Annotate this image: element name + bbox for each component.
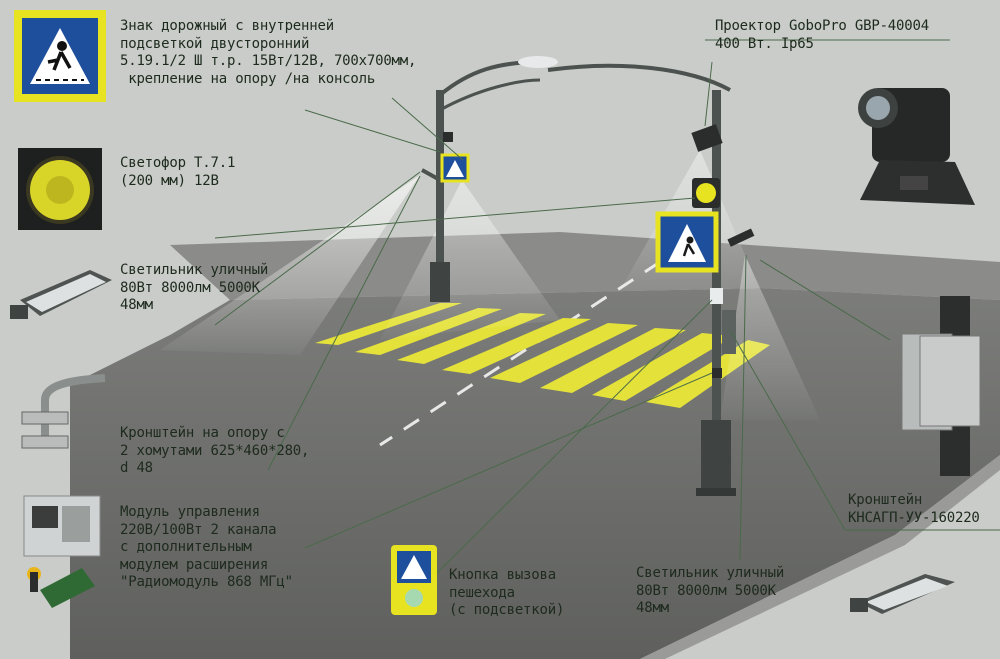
pole-bracket-thumbnail xyxy=(21,374,106,449)
right-pole-projector xyxy=(691,124,723,152)
road-sign-label: Знак дорожный с внутренней подсветкой дв… xyxy=(120,18,417,87)
street-light-thumbnail-right xyxy=(850,574,955,614)
sidewalk-back xyxy=(170,232,1000,300)
center-line xyxy=(379,260,661,447)
call-button-label: Кнопка вызова пешехода (с подсветкой) xyxy=(449,567,565,618)
leader-lines xyxy=(214,39,1000,576)
control-module-label: Модуль управления 220В/100Вт 2 канала с … xyxy=(120,504,293,590)
right-pole xyxy=(547,63,755,496)
bracket-knsagp-label: Кронштейн КНСАГП-УУ-160220 xyxy=(848,492,980,526)
projector-thumbnail xyxy=(858,88,975,205)
bracket-knsagp-thumbnail xyxy=(901,296,981,476)
control-module-thumbnail xyxy=(23,495,101,608)
traffic-light-label: Светофор Т.7.1 (200 мм) 12В xyxy=(120,155,236,189)
street-lamp-head xyxy=(518,56,558,68)
call-button-thumbnail xyxy=(391,545,437,615)
street-light-left-label: Светильник уличный 80Вт 8000лм 5000К 48м… xyxy=(120,262,269,313)
traffic-light-thumbnail xyxy=(18,148,102,230)
projector-label: Проектор GoboPro GBP-40004 400 Вт. Ip65 xyxy=(715,18,929,52)
left-pole xyxy=(421,56,558,302)
road-sign-thumbnail xyxy=(14,10,106,102)
street-light-thumbnail-left xyxy=(10,270,112,319)
street-light-right-label: Светильник уличный 80Вт 8000лм 5000К 48м… xyxy=(636,565,785,616)
pole-bracket-label: Кронштейн на опору с 2 хомутами 625*460*… xyxy=(120,425,310,476)
